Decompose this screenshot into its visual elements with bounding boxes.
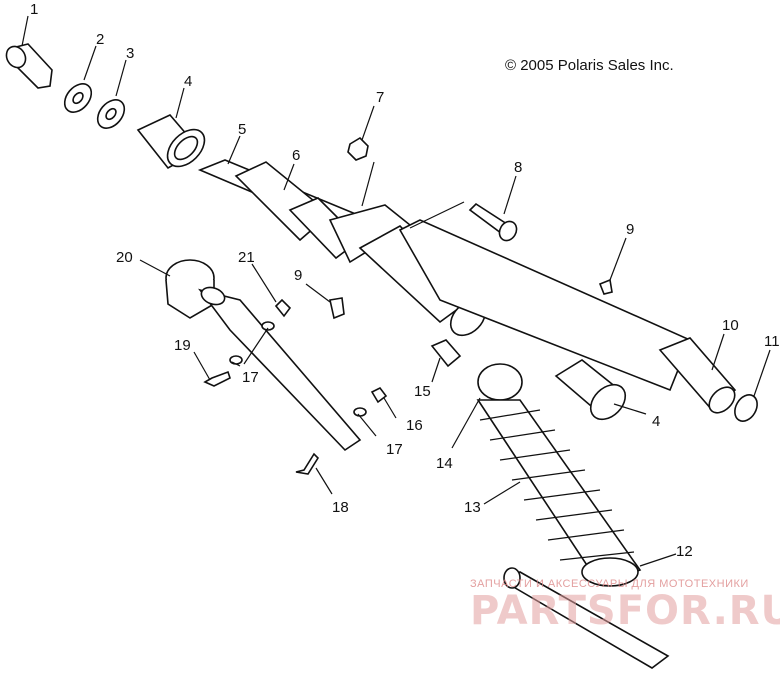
callout-17-right: 17: [386, 441, 403, 458]
callout-4: 4: [184, 73, 192, 90]
callout-12: 12: [676, 543, 693, 560]
part-9-fitting-left: [329, 297, 345, 320]
part-1-bolt: [5, 43, 53, 89]
callout-16: 16: [406, 417, 423, 434]
part-15-sleeve: [430, 339, 462, 368]
part-16-nut: [370, 386, 388, 404]
part-17-washer: [261, 321, 275, 331]
callout-11: 11: [764, 333, 780, 350]
callout-7: 7: [376, 89, 384, 106]
callout-1: 1: [30, 1, 38, 18]
callout-17-left: 17: [242, 369, 259, 386]
callout-4-lower: 4: [652, 413, 660, 430]
part-11-ring: [734, 394, 758, 422]
part-18-bolt: [295, 452, 320, 475]
leader-lines: [21, 15, 771, 567]
part-19-bolt: [203, 370, 231, 387]
watermark-logo: PARTSFOR.RU: [470, 588, 780, 634]
part-4-bushing: [136, 114, 206, 170]
callout-19: 19: [174, 337, 191, 354]
callout-labels: 1 2 3 4 5 6 7 8 9 20 21 9 10 11 19 17 15…: [30, 1, 780, 560]
callout-18: 18: [332, 499, 349, 516]
callout-9-right: 9: [626, 221, 634, 238]
callout-13: 13: [464, 499, 481, 516]
watermark-subtitle: ЗАПЧАСТИ И АКСЕССУАРЫ ДЛЯ МОТОТЕХНИКИ: [470, 578, 749, 590]
callout-15: 15: [414, 383, 431, 400]
part-9-fitting-right: [598, 278, 613, 295]
part-21-nut: [274, 298, 292, 318]
callout-20: 20: [116, 249, 133, 266]
callout-8: 8: [514, 159, 522, 176]
copyright-text: © 2005 Polaris Sales Inc.: [505, 57, 674, 74]
part-7-nut: [347, 136, 369, 161]
callout-3: 3: [126, 45, 134, 62]
callout-2: 2: [96, 31, 104, 48]
upper-arm-assembly: [197, 159, 737, 414]
part-20-arm: [165, 259, 362, 452]
part-12-long-bolt: [503, 567, 670, 669]
callout-9-left: 9: [294, 267, 302, 284]
callout-6: 6: [292, 147, 300, 164]
part-13-shock: [476, 363, 642, 587]
callout-14: 14: [436, 455, 453, 472]
callout-5: 5: [238, 121, 246, 138]
part-4-lower-bushing: [554, 359, 627, 421]
callout-10: 10: [722, 317, 739, 334]
part-8-bolt: [468, 202, 518, 242]
callout-21: 21: [238, 249, 255, 266]
